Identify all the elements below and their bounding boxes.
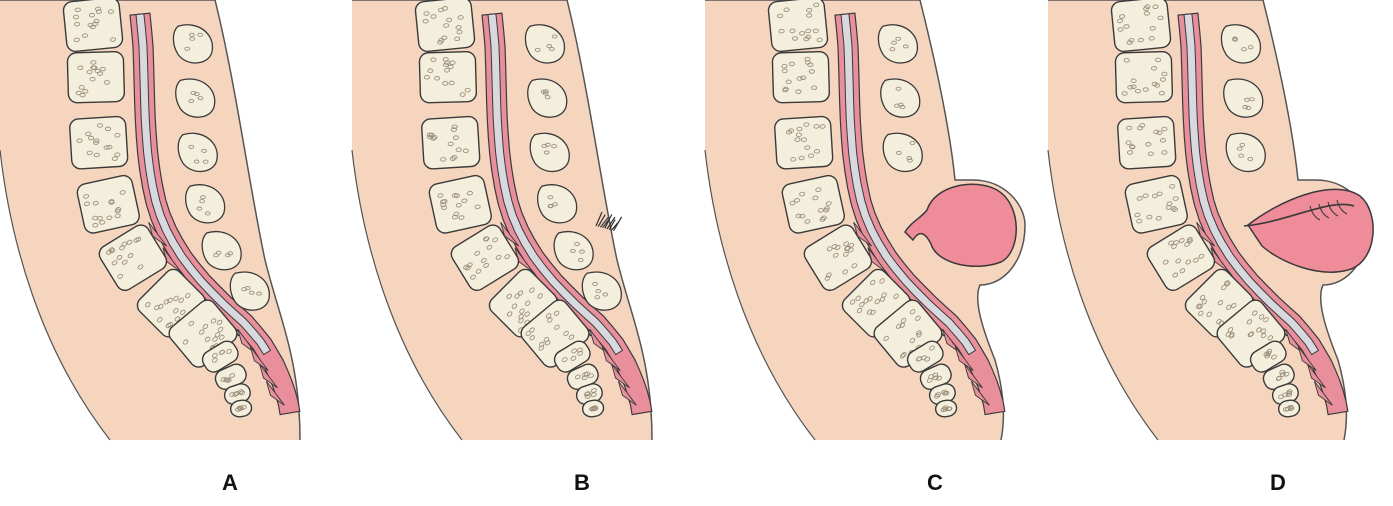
panel-b — [352, 0, 652, 440]
vertebra — [1115, 51, 1172, 103]
vertebra — [63, 0, 124, 52]
vertebra — [772, 51, 829, 103]
vertebra — [419, 51, 476, 103]
vertebra — [774, 116, 833, 169]
panel-label-a: A — [210, 470, 250, 496]
vertebral-body — [428, 174, 493, 235]
vertebral-body — [67, 51, 124, 103]
panel-label-b: B — [562, 470, 602, 496]
vertebra — [1111, 0, 1172, 52]
vertebral-body — [76, 174, 141, 235]
vertebra — [69, 116, 128, 169]
vertebra — [421, 116, 480, 169]
vertebra — [428, 174, 493, 235]
panel-label-d: D — [1258, 470, 1298, 496]
vertebra — [415, 0, 476, 52]
vertebra — [76, 174, 141, 235]
vertebral-body — [768, 0, 829, 52]
vertebral-body — [1124, 174, 1189, 235]
vertebra — [67, 51, 124, 103]
panel-a — [0, 0, 300, 440]
vertebral-body — [421, 116, 480, 169]
panel-c — [705, 0, 1025, 440]
vertebra — [1124, 174, 1189, 235]
vertebral-body — [415, 0, 476, 52]
vertebra — [1117, 116, 1176, 169]
panel-label-c: C — [915, 470, 955, 496]
vertebra — [781, 174, 846, 235]
vertebra — [768, 0, 829, 52]
panel-d — [1048, 0, 1373, 440]
hair-strand — [614, 217, 622, 231]
vertebral-body — [1111, 0, 1172, 52]
